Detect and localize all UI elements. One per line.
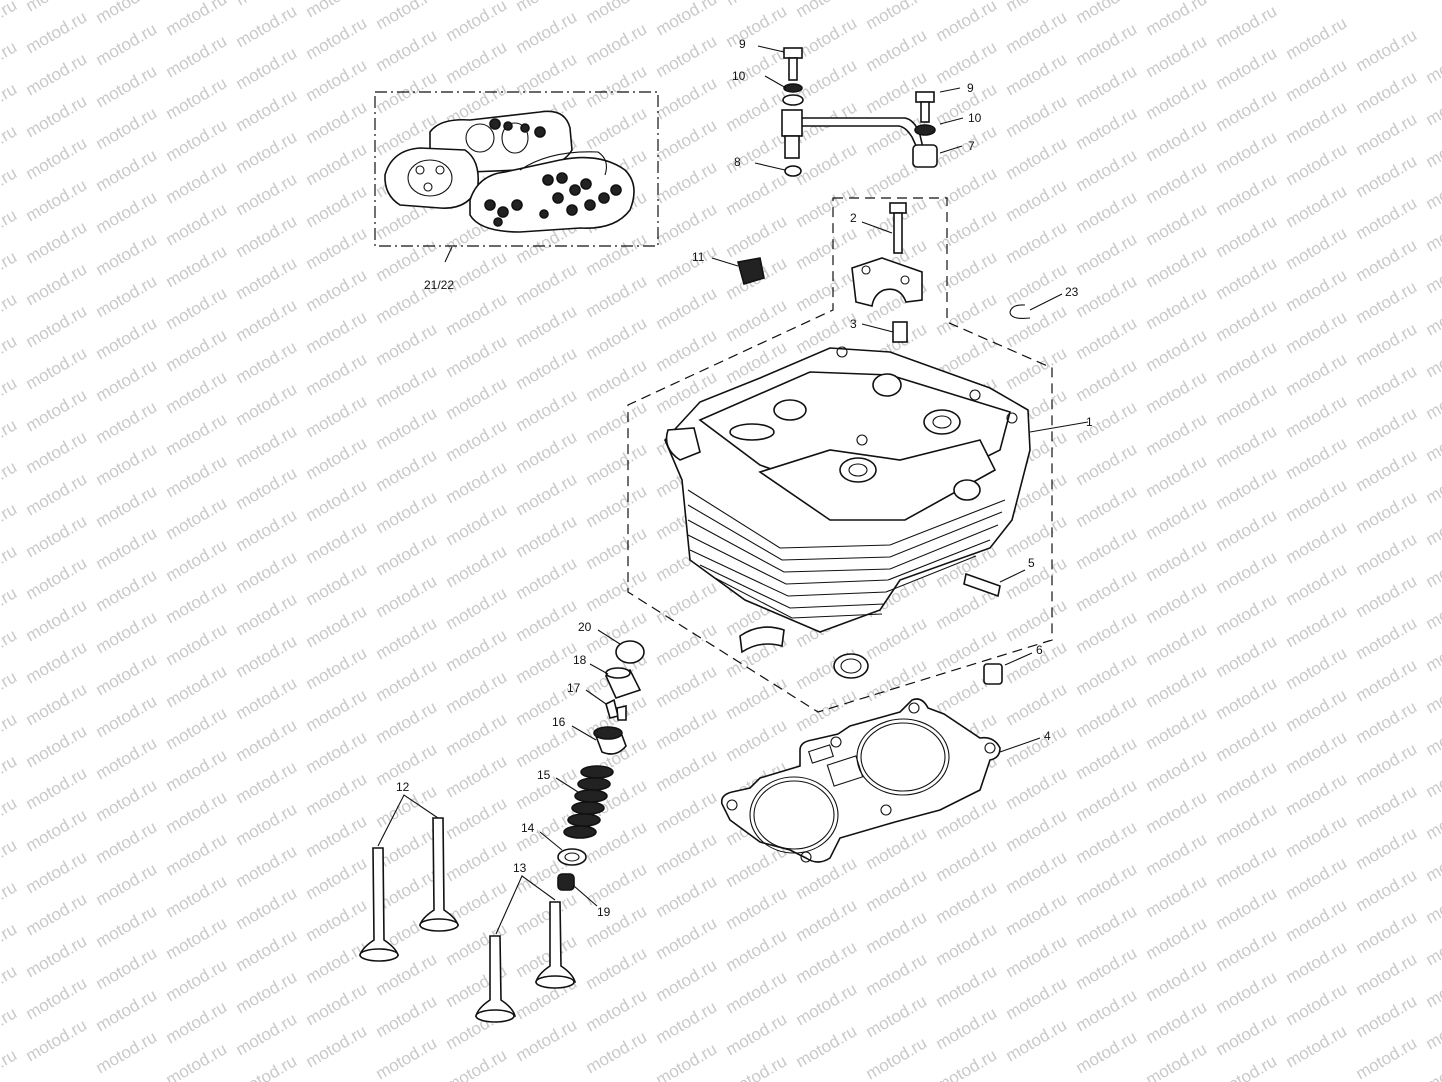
part-13-valves (474, 875, 577, 1023)
part-15-valve-spring (555, 765, 614, 839)
part-2-bolt (861, 202, 907, 254)
watermark-text: motod.ru (0, 1045, 20, 1082)
label-21-22: 21/22 (424, 278, 454, 292)
part-11-cap-nut (711, 257, 765, 286)
part-18-bucket (589, 663, 642, 699)
head-group-outline (627, 197, 1053, 713)
part-20-shim (597, 629, 645, 664)
label-10b: 10 (968, 111, 982, 125)
camshaft-cap (851, 257, 923, 307)
label-5: 5 (1028, 556, 1035, 570)
label-8: 8 (734, 155, 741, 169)
label-20: 20 (578, 620, 592, 634)
label-3: 3 (850, 317, 857, 331)
part-4-head-gasket (720, 698, 1041, 863)
part-5-stud (963, 569, 1026, 598)
part-3-dowel (861, 321, 908, 343)
label-10a: 10 (732, 69, 746, 83)
label-17: 17 (567, 681, 581, 695)
part-19-stem-seal (557, 873, 598, 907)
part-6-dowel (983, 652, 1033, 685)
label-6: 6 (1036, 643, 1043, 657)
valve-seat-inserts (739, 626, 869, 679)
part-16-retainer (571, 725, 627, 755)
part-23-circlip (1009, 293, 1063, 319)
label-11: 11 (692, 250, 705, 264)
watermark-text: motod.ru (1423, 37, 1442, 87)
label-1: 1 (1086, 415, 1093, 429)
label-19: 19 (597, 905, 611, 919)
label-14: 14 (521, 821, 535, 835)
label-15: 15 (537, 768, 551, 782)
label-4: 4 (1044, 729, 1051, 743)
part-14-spring-seat (539, 831, 587, 866)
label-7: 7 (968, 139, 975, 153)
label-23: 23 (1065, 285, 1079, 299)
label-2: 2 (850, 211, 857, 225)
part-1-cylinder-head (664, 346, 1089, 633)
label-13: 13 (513, 861, 527, 875)
gasket-kit (374, 91, 659, 263)
part-17-collets (585, 689, 627, 721)
label-16: 16 (552, 715, 566, 729)
oil-feed-pipe (754, 45, 964, 177)
label-12: 12 (396, 780, 410, 794)
part-12-valves (358, 794, 460, 962)
label-18: 18 (573, 653, 587, 667)
label-9b: 9 (967, 81, 974, 95)
label-9a: 9 (739, 37, 746, 51)
